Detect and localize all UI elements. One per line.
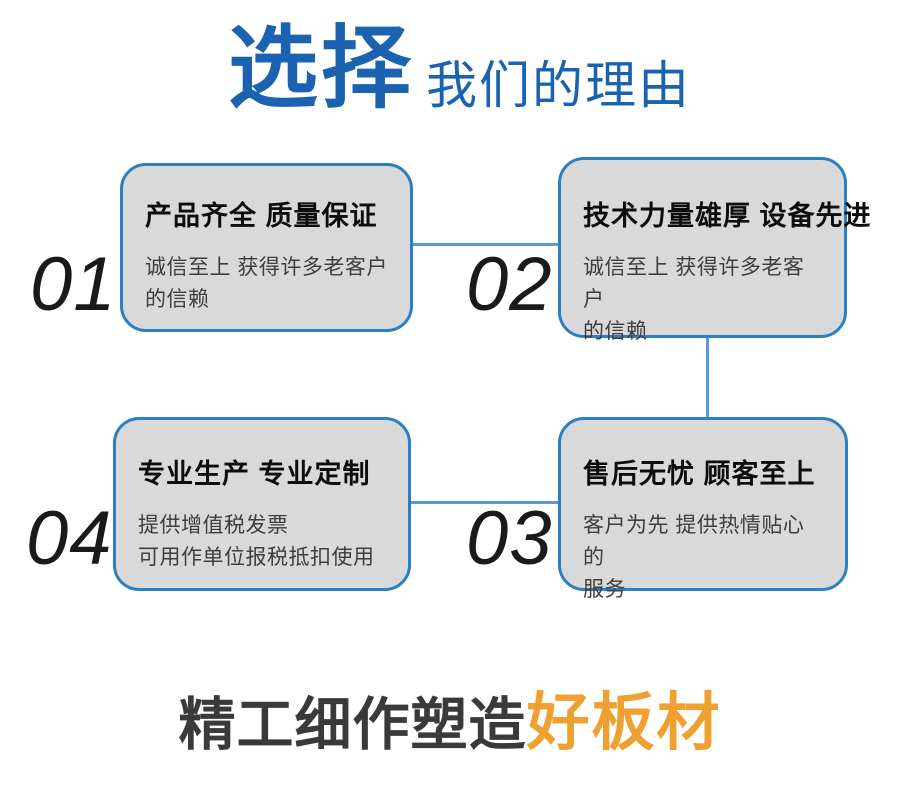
card3-body: 客户为先 提供热情贴心的 服务 [583, 514, 805, 601]
card3-number: 03 [466, 496, 553, 581]
card2-title: 技术力量雄厚 设备先进 [583, 201, 872, 231]
card4-title: 专业生产 专业定制 [138, 459, 371, 489]
card4-number: 04 [26, 496, 113, 581]
card3-title: 售后无忧 顾客至上 [583, 459, 816, 489]
card2-body: 诚信至上 获得许多老客户 的信赖 [583, 256, 805, 343]
card1-body: 诚信至上 获得许多老客户 的信赖 [145, 256, 388, 311]
tagline-dark-text: 精工细作塑造 [178, 693, 527, 757]
page-title: 选择 我们的理由 [228, 19, 692, 119]
bottom-tagline: 精工细作塑造好板材 [0, 672, 900, 763]
card-aftersales-service: 售后无忧 顾客至上 客户为先 提供热情贴心的 服务 [558, 417, 848, 601]
card-production-customization: 专业生产 专业定制 提供增值税发票 可用作单位报税抵扣使用 [113, 417, 411, 591]
tagline-accent-text: 好板材 [526, 688, 722, 758]
connector-card1-card2 [411, 243, 560, 246]
card1-number: 01 [30, 242, 117, 327]
card1-title: 产品齐全 质量保证 [145, 201, 378, 231]
card-products-quality: 产品齐全 质量保证 诚信至上 获得许多老客户 的信赖 [120, 163, 413, 332]
connector-card4-card3 [409, 501, 560, 504]
card2-number: 02 [466, 242, 553, 327]
card-technology-equipment: 技术力量雄厚 设备先进 诚信至上 获得许多老客户 的信赖 [558, 157, 872, 343]
card4-body: 提供增值税发票 可用作单位报税抵扣使用 [138, 514, 375, 569]
page-title-sub: 我们的理由 [426, 56, 692, 114]
connector-card2-card3 [706, 334, 709, 419]
page-title-main: 选择 [228, 19, 414, 119]
